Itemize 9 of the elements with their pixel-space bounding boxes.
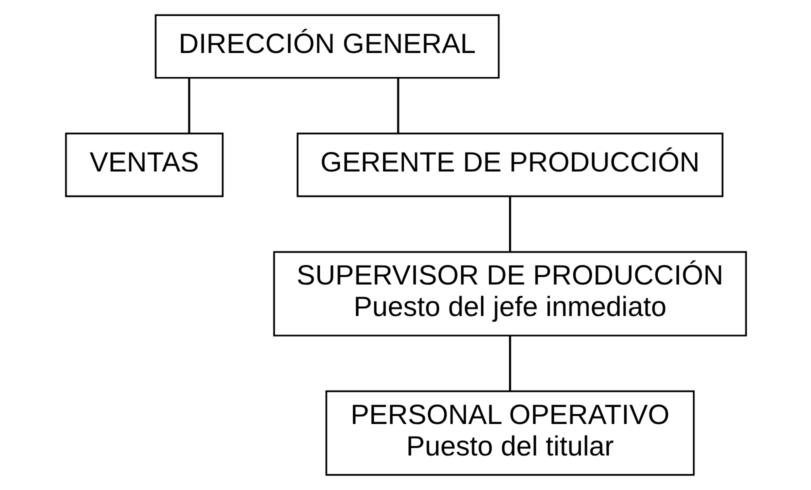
- connector: [188, 78, 190, 134]
- node-box: DIRECCIÓN GENERAL: [154, 14, 500, 79]
- connector: [396, 78, 399, 134]
- node-box: GERENTE DE PRODUCCIÓN: [296, 132, 723, 198]
- connector: [508, 196, 511, 252]
- node-box: SUPERVISOR DE PRODUCCIÓN Puesto del jefe inmediato: [272, 251, 746, 336]
- node-box: VENTAS: [64, 132, 224, 198]
- connector: [508, 336, 511, 391]
- node-box: PERSONAL OPERATIVO Puesto del titular: [324, 390, 694, 476]
